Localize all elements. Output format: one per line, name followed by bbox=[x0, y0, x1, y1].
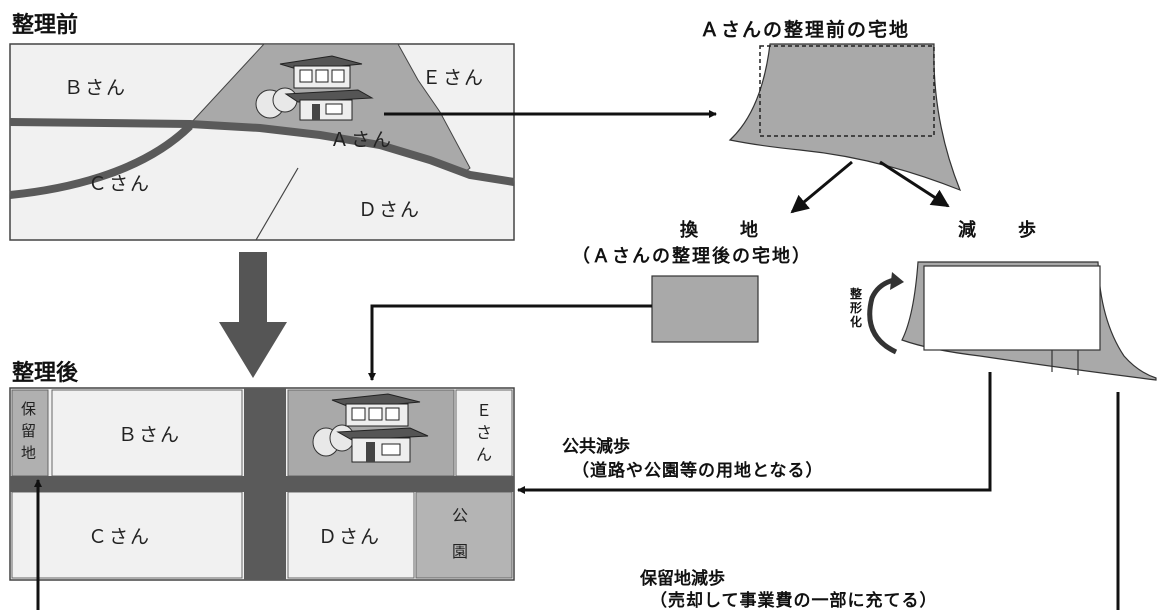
after-map: 保 留 地 Ｂさん Ｅ さ ん Ｃさん Ｄさん 公 園 bbox=[9, 387, 515, 581]
after-lot-d bbox=[287, 491, 415, 579]
reserve-genbu-sub-label: （売却して事業費の一部に充てる） bbox=[650, 590, 938, 610]
before-label-c: Ｃさん bbox=[88, 173, 151, 195]
before-to-after-arrow bbox=[219, 252, 287, 378]
seikei-label-3: 化 bbox=[850, 314, 862, 329]
a-before-lot-shape bbox=[728, 43, 962, 192]
genbu-label: 減 歩 bbox=[958, 219, 1038, 241]
reserve-genbu-label: 保留地減歩 bbox=[639, 568, 725, 589]
seikei-label-1: 整 bbox=[849, 286, 862, 301]
seikei-label-2: 形 bbox=[850, 301, 862, 315]
after-park bbox=[415, 491, 513, 579]
after-road-vertical bbox=[244, 388, 286, 580]
reshape-arrow-head-icon bbox=[890, 272, 904, 290]
kanchi-lot bbox=[651, 275, 759, 343]
after-reserve-label-2: 留 bbox=[21, 422, 38, 440]
house-icon bbox=[255, 55, 374, 121]
after-label-e-3: ん bbox=[476, 445, 494, 464]
public-genbu-label: 公共減歩 bbox=[562, 436, 630, 457]
after-lot-b bbox=[51, 389, 243, 477]
after-label-e-2: さ bbox=[476, 423, 494, 442]
after-reserve-label-1: 保 bbox=[21, 400, 38, 418]
house-icon bbox=[312, 393, 429, 463]
before-label-e: Ｅさん bbox=[422, 67, 485, 89]
after-label-c: Ｃさん bbox=[88, 526, 151, 548]
arrow-public-genbu bbox=[517, 372, 992, 494]
before-title: 整理前 bbox=[12, 12, 78, 38]
before-label-a: Ａさん bbox=[330, 129, 393, 151]
a-before-lot-title: Ａさんの整理前の宅地 bbox=[700, 18, 910, 41]
after-reserve-label-3: 地 bbox=[21, 444, 38, 462]
kanchi-sub-label: （Ａさんの整理後の宅地） bbox=[572, 245, 812, 267]
before-road-lower bbox=[9, 123, 193, 199]
before-map: Ｂさん Ｅさん Ａさん Ｃさん Ｄさん bbox=[9, 43, 515, 241]
reshape-arrow-icon bbox=[867, 277, 898, 355]
after-park-label-1: 公 bbox=[452, 506, 470, 525]
after-label-b: Ｂさん bbox=[118, 424, 181, 446]
arrow-to-kanchi bbox=[790, 160, 853, 214]
genbu-shape bbox=[901, 261, 1157, 381]
before-road-upper bbox=[9, 118, 515, 186]
after-label-d: Ｄさん bbox=[318, 526, 381, 548]
after-lot-e bbox=[455, 389, 513, 477]
before-label-b: Ｂさん bbox=[64, 77, 127, 99]
before-label-d: Ｄさん bbox=[358, 199, 421, 221]
before-boundary-cd bbox=[255, 167, 299, 241]
after-lot-c bbox=[11, 491, 243, 579]
after-park-label-2: 園 bbox=[452, 542, 470, 561]
arrow-kanchi-to-lot bbox=[368, 304, 652, 381]
after-title: 整理後 bbox=[12, 360, 79, 386]
kanchi-label: 換 地 bbox=[680, 219, 760, 241]
public-genbu-sub-label: （道路や公園等の用地となる） bbox=[572, 460, 824, 481]
arrow-to-genbu bbox=[879, 160, 950, 208]
after-label-e-1: Ｅ bbox=[476, 401, 494, 420]
